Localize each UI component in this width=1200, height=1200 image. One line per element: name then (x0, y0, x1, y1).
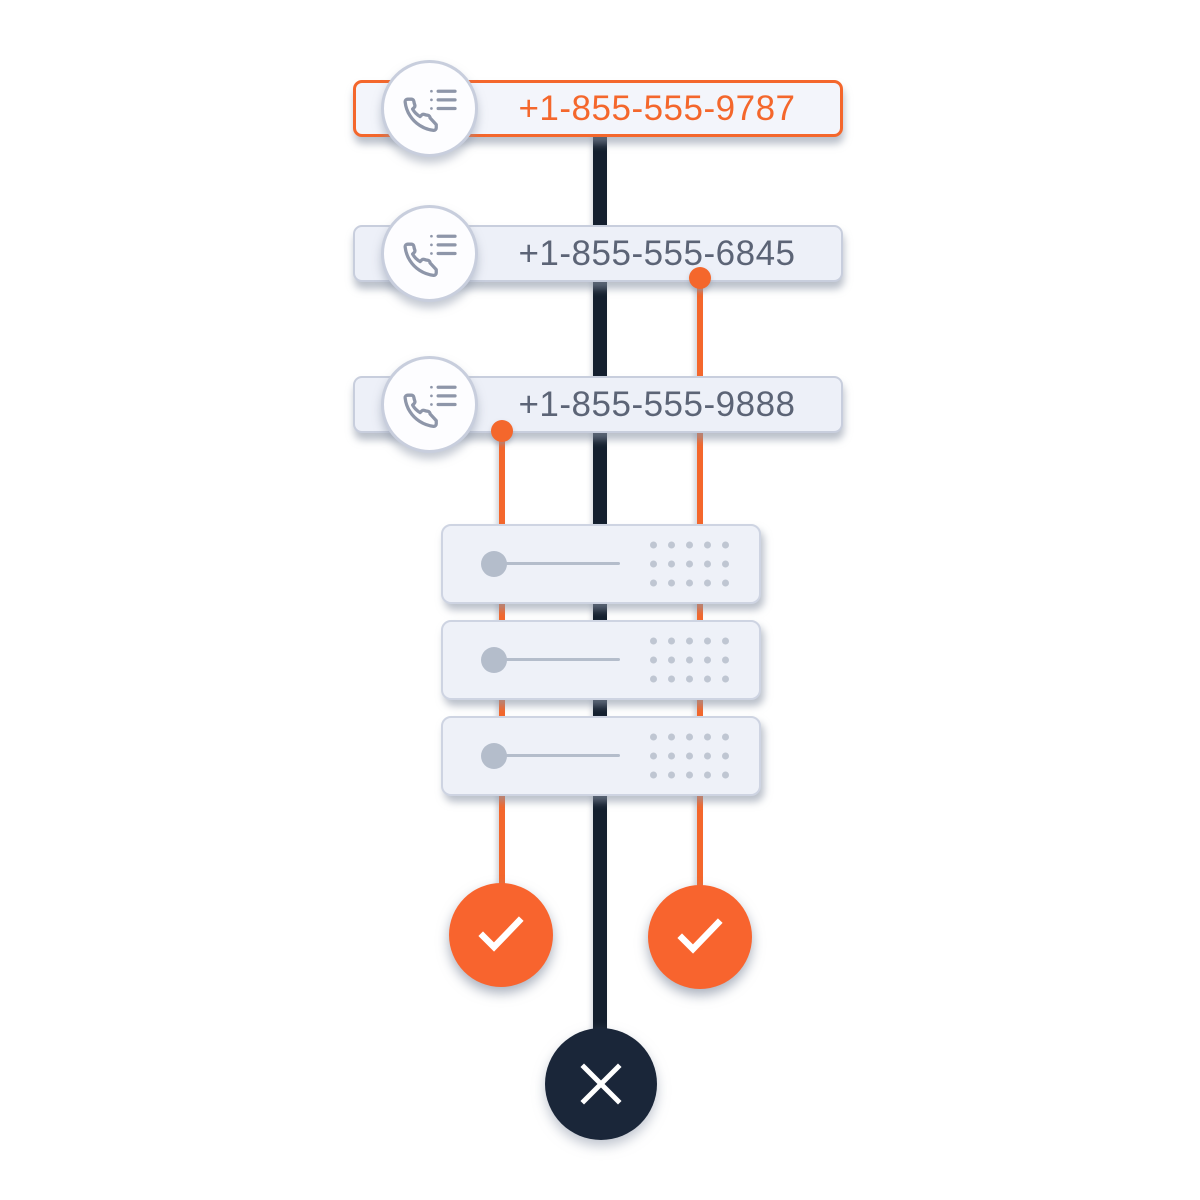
server-rack-1 (441, 524, 761, 604)
approved-line-right (697, 278, 703, 938)
rack-slider-line (505, 658, 620, 661)
phone-list-icon (403, 89, 457, 132)
phone-list-icon (403, 385, 457, 428)
main-call-line (593, 126, 607, 1084)
connector-dot-right (689, 267, 711, 289)
phone-number-label-3: +1-855-555-9888 (518, 384, 796, 424)
phone-icon-badge-1 (381, 60, 478, 157)
check-icon (478, 916, 524, 952)
connector-dot-left (491, 420, 513, 442)
server-rack-2 (441, 620, 761, 700)
check-icon (677, 918, 723, 954)
rack-slider-line (505, 562, 620, 565)
phone-icon-badge-2 (381, 205, 478, 302)
rack-knob (481, 743, 507, 769)
rack-slider-line (505, 754, 620, 757)
approved-circle-right (648, 885, 752, 989)
blocked-circle (545, 1028, 657, 1140)
rack-led-grid (650, 733, 729, 779)
phone-icon-badge-3 (381, 356, 478, 453)
phone-list-icon (403, 234, 457, 277)
rack-knob (481, 551, 507, 577)
cross-icon (580, 1063, 622, 1105)
rack-knob (481, 647, 507, 673)
approved-circle-left (449, 883, 553, 987)
rack-led-grid (650, 637, 729, 683)
rack-led-grid (650, 541, 729, 587)
phone-number-label-2: +1-855-555-6845 (518, 233, 796, 273)
server-rack-3 (441, 716, 761, 796)
phone-number-label-1: +1-855-555-9787 (518, 88, 796, 128)
